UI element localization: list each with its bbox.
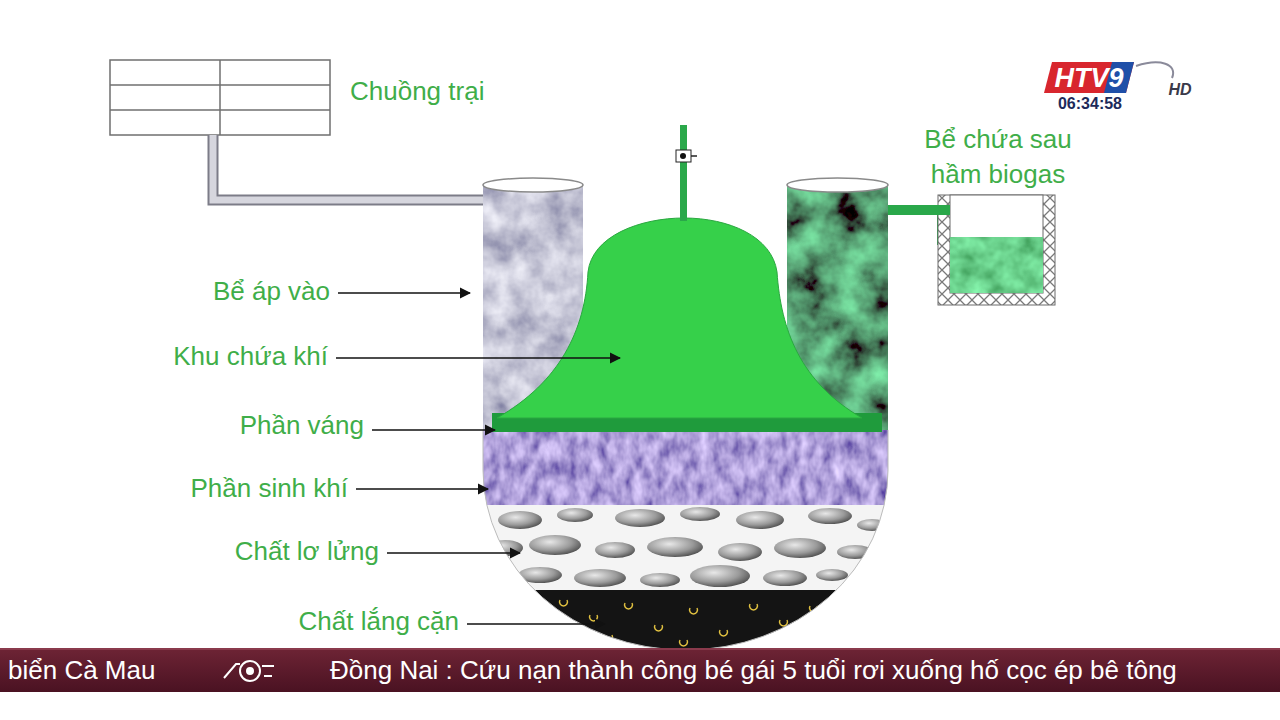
channel-logo [1136, 62, 1173, 78]
ticker-logo [240, 661, 260, 681]
gas-dome [497, 218, 862, 418]
storage-tank [950, 237, 1043, 293]
suspended-solids [816, 569, 848, 581]
storage-tank [937, 195, 1055, 305]
shed-symbol [219, 60, 221, 135]
sediment-specks [750, 604, 758, 610]
gas-valve [676, 125, 697, 221]
suspended-solids [498, 511, 542, 529]
part-label: Khu chứa khí [173, 341, 328, 372]
gas-valve [676, 150, 691, 162]
ticker-logo [224, 664, 240, 678]
digester-layers [480, 428, 892, 506]
part-label: Chất lơ lửng [235, 536, 379, 567]
shed-symbol [110, 60, 330, 135]
sediment-specks [655, 625, 663, 631]
suspended-solids [808, 508, 852, 524]
leader-line [387, 552, 520, 554]
suspended-solids [690, 565, 750, 587]
hd-badge: HD [1168, 80, 1191, 99]
suspended-solids [857, 519, 887, 531]
leader-line [336, 357, 620, 359]
leader-line [356, 488, 488, 490]
storage-tank [950, 195, 1043, 293]
storage-tank [938, 195, 1055, 305]
suspended-solids [518, 567, 562, 583]
digester-layers [480, 505, 892, 591]
inlet-pipe [213, 135, 486, 200]
bottom-strip [0, 692, 1280, 720]
channel-logo-text: HTV9 [1054, 62, 1123, 94]
suspended-solids [680, 507, 720, 521]
storage-tank [937, 205, 950, 215]
part-label: Chuồng trại [350, 76, 484, 107]
sediment-specks [590, 615, 598, 621]
gas-valve [680, 125, 687, 221]
part-label: Bể áp vào [213, 276, 330, 307]
suspended-solids [487, 507, 887, 587]
suspended-solids [837, 545, 873, 559]
sediment-specks [780, 620, 788, 626]
ticker-logo [224, 661, 274, 681]
clock-time: 06:34:58 [1058, 94, 1122, 113]
sediment-specks [760, 638, 768, 644]
inlet-pipe [213, 135, 486, 200]
ticker-edge [0, 648, 1280, 650]
leader-line [338, 292, 470, 294]
suspended-solids [557, 508, 593, 522]
ticker-logo [247, 668, 253, 674]
shed-symbol [110, 60, 330, 135]
sediment-specks [680, 640, 688, 646]
sediment-specks [625, 603, 633, 609]
gas-valve [680, 153, 686, 159]
leader-lines [336, 293, 620, 624]
suspended-solids [574, 569, 626, 587]
sediment-specks [690, 608, 698, 614]
part-label: Chất lắng cặn [299, 606, 459, 637]
digester-layers [480, 428, 892, 660]
part-label: Phần váng [240, 410, 364, 441]
ticker-text: biển Cà Mau [8, 655, 155, 686]
sediment-specks [720, 630, 728, 636]
suspended-solids [647, 537, 703, 557]
suspended-solids [736, 511, 784, 529]
outlet-tank [787, 178, 888, 192]
suspended-solids [529, 535, 581, 555]
leader-line [372, 429, 495, 431]
ticker-bar [0, 648, 1280, 692]
suspended-solids [615, 509, 665, 527]
suspended-solids [774, 538, 826, 558]
suspended-solids [718, 543, 762, 561]
inlet-pipe [213, 135, 486, 200]
part-label: Bể chứa sau hầm biogas [898, 122, 1098, 192]
suspended-solids [640, 573, 680, 587]
digester-outline [483, 430, 888, 650]
sediment-specks [560, 600, 818, 646]
leader-line [467, 623, 605, 625]
ticker-logo [262, 666, 274, 676]
ticker-text: Đồng Nai : Cứu nạn thành công bé gái 5 t… [330, 655, 1177, 686]
part-label: Phần sinh khí [190, 473, 348, 504]
suspended-solids [595, 542, 635, 558]
gas-valve [691, 155, 697, 157]
sediment-specks [560, 600, 568, 606]
inlet-tank [483, 178, 583, 192]
suspended-solids [763, 570, 807, 586]
